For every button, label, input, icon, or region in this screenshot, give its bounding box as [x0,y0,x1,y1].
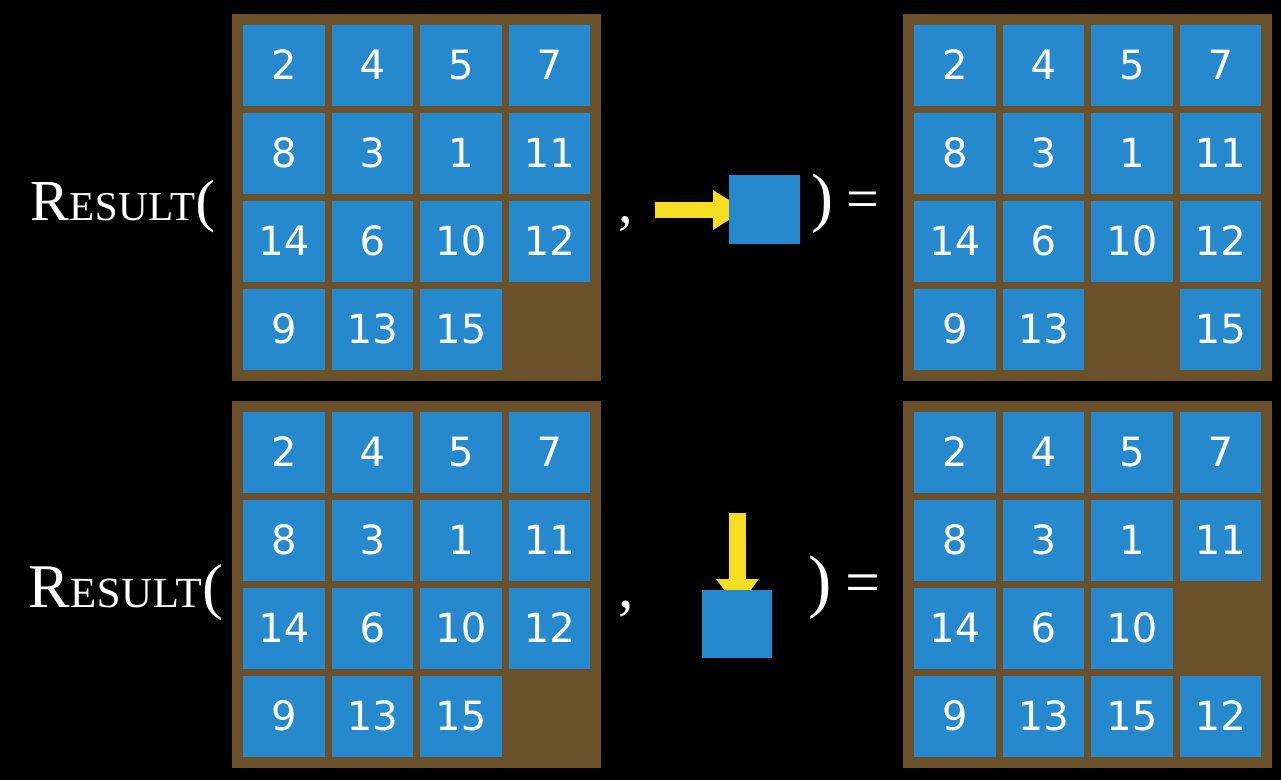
move-right-action-row1 [650,160,820,260]
close-paren-row2: ) [808,543,832,620]
tile[interactable]: 6 [331,588,413,669]
tile[interactable]: 9 [243,289,325,370]
tile[interactable]: 10 [1091,201,1173,282]
tile[interactable]: 3 [331,500,413,581]
tile[interactable]: 7 [1179,25,1261,106]
tile[interactable]: 14 [914,201,996,282]
tile[interactable]: 6 [331,201,413,282]
tile[interactable]: 4 [331,25,413,106]
tile[interactable]: 1 [1091,113,1173,194]
blank-tile [1180,588,1262,669]
tile[interactable]: 11 [508,113,590,194]
tile[interactable]: 2 [243,412,325,493]
tile[interactable]: 15 [1091,676,1173,757]
tile[interactable]: 11 [1179,500,1261,581]
tile[interactable]: 2 [243,25,325,106]
tile[interactable]: 10 [420,201,502,282]
tile[interactable]: 5 [1091,25,1173,106]
argument-separator-row1: , [618,170,633,235]
tile[interactable]: 2 [914,25,996,106]
tile[interactable]: 10 [420,588,502,669]
tile[interactable]: 1 [420,113,502,194]
result-function-label-row1: Result( [30,168,216,233]
tile[interactable]: 13 [1002,676,1084,757]
tile[interactable]: 13 [1002,289,1084,370]
tile[interactable]: 7 [508,412,590,493]
tile[interactable]: 8 [914,113,996,194]
arrow-right-icon [655,190,745,230]
tile[interactable]: 6 [1002,588,1084,669]
tile[interactable]: 13 [331,289,413,370]
input-board-row2: 2 4 5 7 8 3 1 11 14 6 10 12 9 13 15 [232,401,601,768]
tile[interactable]: 3 [331,113,413,194]
tile[interactable]: 15 [420,676,502,757]
tile[interactable]: 12 [508,201,590,282]
output-board-row1: 2 4 5 7 8 3 1 11 14 6 10 12 9 13 15 [903,14,1272,381]
tile[interactable]: 11 [508,500,590,581]
tile[interactable]: 4 [331,412,413,493]
tile[interactable]: 7 [508,25,590,106]
tile[interactable]: 8 [914,500,996,581]
tile[interactable]: 9 [243,676,325,757]
tile[interactable]: 8 [243,113,325,194]
blank-tile [1091,289,1173,370]
output-board-row2: 2 4 5 7 8 3 1 11 14 6 10 9 13 15 12 [903,401,1272,768]
blank-tile [509,289,591,370]
tile[interactable]: 11 [1179,113,1261,194]
tile[interactable]: 7 [1179,412,1261,493]
result-function-label-row2: Result( [28,553,224,621]
input-board-row1: 2 4 5 7 8 3 1 11 14 6 10 12 9 13 15 [232,14,601,381]
tile[interactable]: 5 [420,412,502,493]
tile[interactable]: 14 [914,588,996,669]
tile[interactable]: 5 [420,25,502,106]
blank-tile [509,676,591,757]
blank-tile-icon [702,590,772,658]
tile[interactable]: 14 [243,201,325,282]
tile[interactable]: 14 [243,588,325,669]
tile[interactable]: 1 [420,500,502,581]
argument-separator-row2: , [618,553,634,621]
equals-sign-row2: = [845,549,880,617]
tile[interactable]: 9 [914,289,996,370]
tile[interactable]: 4 [1002,25,1084,106]
tile[interactable]: 3 [1002,500,1084,581]
tile[interactable]: 10 [1091,588,1173,669]
tile[interactable]: 9 [914,676,996,757]
tile[interactable]: 12 [1179,676,1261,757]
equals-sign-row1: = [846,166,879,231]
tile[interactable]: 12 [508,588,590,669]
tile[interactable]: 5 [1091,412,1173,493]
tile[interactable]: 15 [420,289,502,370]
tile[interactable]: 1 [1091,500,1173,581]
tile[interactable]: 6 [1002,201,1084,282]
tile[interactable]: 3 [1002,113,1084,194]
move-down-action-row2 [690,505,800,670]
tile[interactable]: 15 [1179,289,1261,370]
arrow-down-icon [716,513,759,608]
tile[interactable]: 13 [331,676,413,757]
tile[interactable]: 2 [914,412,996,493]
blank-tile-icon [729,175,800,244]
tile[interactable]: 4 [1002,412,1084,493]
tile[interactable]: 8 [243,500,325,581]
tile[interactable]: 12 [1179,201,1261,282]
close-paren-row1: ) [811,161,833,234]
